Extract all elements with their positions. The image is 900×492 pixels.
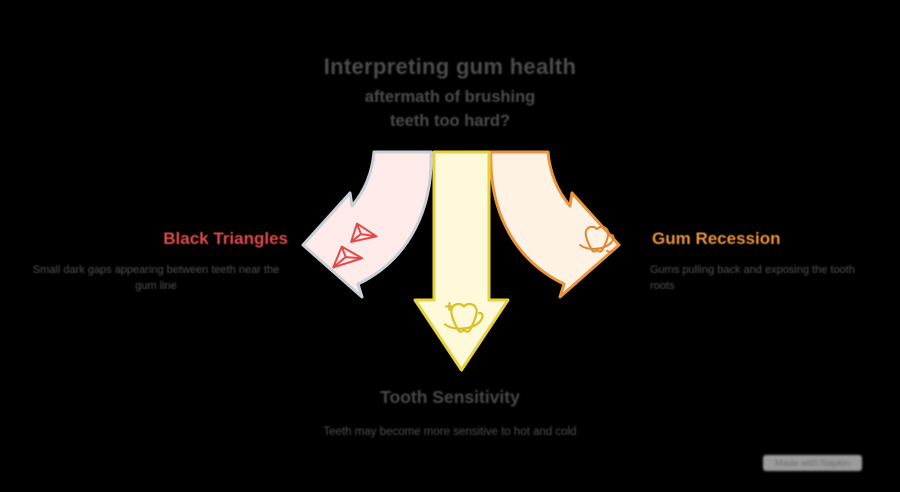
branch-label-gum-recession: Gum Recession [652,229,781,248]
left-arrow [301,150,433,299]
title-subline-1: aftermath of brushing [364,88,536,106]
black-triangles-icon [332,222,378,269]
title-subline-2: teeth too hard? [389,112,511,130]
watermark-badge: Made with Napkin [763,455,862,471]
right-arrow [489,150,621,299]
title-block: Interpreting gum health aftermath of bru… [0,52,900,133]
tooth-gum-icon [579,225,615,253]
branch-description-gum-recession: Gums pulling back and exposing the tooth… [650,264,855,292]
result-caption: Teeth may become more sensitive to hot a… [323,426,577,438]
center-arrow [413,150,510,372]
branch-label-black-triangles: Black Triangles [163,229,288,248]
branch-description-black-triangles: Small dark gaps appearing between teeth … [32,264,280,292]
tooth-sparkle-icon [443,301,484,333]
page-title: Interpreting gum health [323,54,577,79]
result-label-tooth-sensitivity: Tooth Sensitivity [380,387,520,407]
